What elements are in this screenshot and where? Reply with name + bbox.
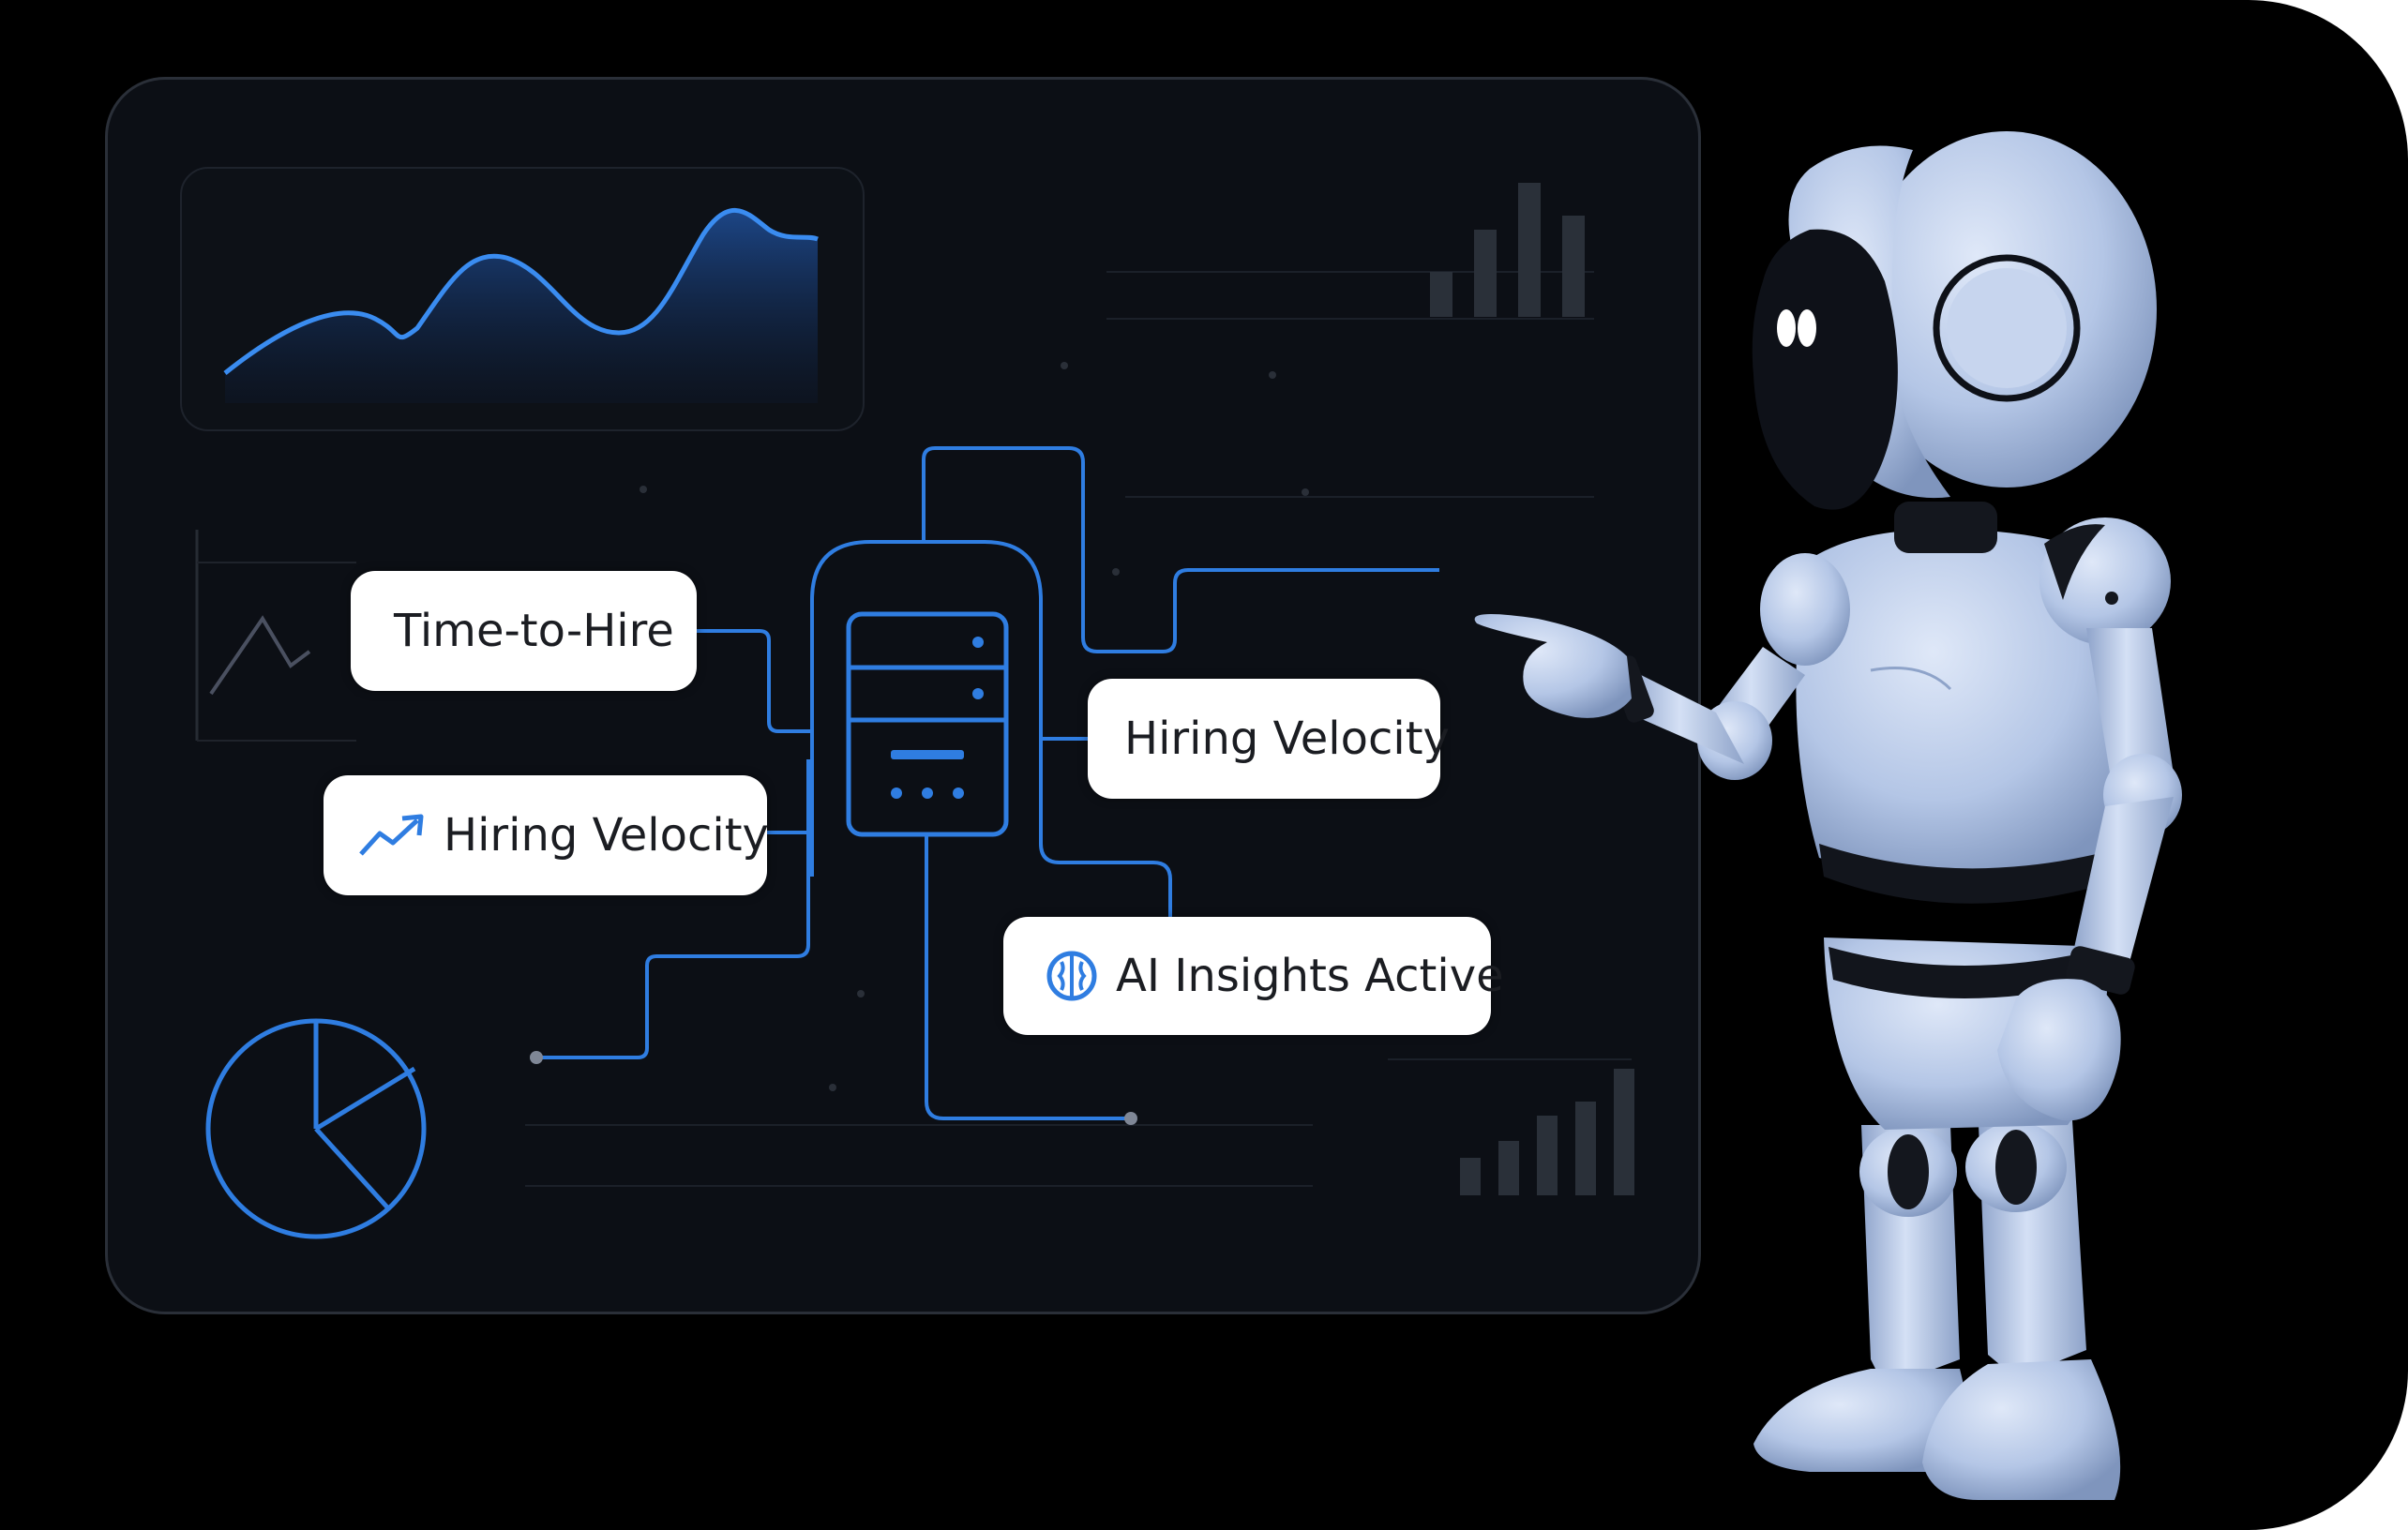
hiring-velocity-label-right: Hiring Velocity [1124,712,1450,765]
ai-insights-tag: AI Insights Active [1003,917,1504,1035]
pie-chart-icon [205,1018,427,1239]
area-chart [223,208,819,403]
connector-endpoint [1124,1112,1137,1125]
robot-illustration [1474,131,2182,1500]
area-fill [225,210,818,403]
ai-insights-label: AI Insights Active [1116,950,1504,1002]
decor-dots [640,362,1309,1091]
connector-endpoint [530,1051,543,1064]
hiring-velocity-label-left: Hiring Velocity [444,809,769,862]
time-to-hire-tag: Time-to-Hire [351,571,697,691]
hiring-velocity-tag-right: Hiring Velocity [1088,679,1450,799]
brain-chip-icon [1045,949,1099,1003]
server-icon [846,611,1009,837]
mini-line-chart [195,530,356,742]
grid-lines [525,271,1632,1187]
trend-up-icon [357,813,427,858]
bar-chart-top [1430,183,1585,317]
time-to-hire-label: Time-to-Hire [394,605,674,657]
connector-lines [536,446,1439,1120]
area-line [223,208,819,375]
bar-chart-bottom [1460,1069,1634,1195]
hiring-velocity-tag-left: Hiring Velocity [324,775,769,895]
